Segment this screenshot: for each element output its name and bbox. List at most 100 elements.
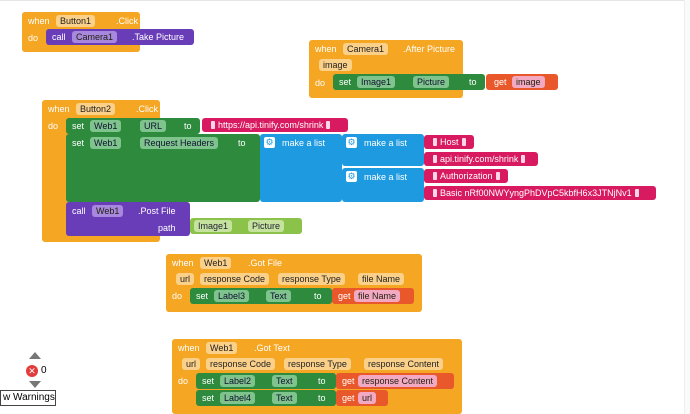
image1-component-dropdown[interactable]: Image1: [194, 220, 233, 232]
picture-property-dropdown[interactable]: Picture: [248, 220, 285, 232]
request-headers-property-dropdown[interactable]: Request Headers: [140, 137, 219, 149]
url-param[interactable]: url: [182, 358, 201, 370]
authorization-value-string-block[interactable]: Basic nRf00NWYyngPhDVpC5kbfH6x3JTNjNv1: [424, 186, 656, 200]
response-type-param[interactable]: response Type: [284, 358, 351, 370]
file-name-variable-dropdown[interactable]: file Name: [354, 290, 401, 302]
set-label2-text-block[interactable]: set Label2 Text to: [196, 373, 336, 389]
set-keyword: set: [202, 376, 215, 386]
close-quote-icon: [634, 189, 639, 197]
make-a-list-label: make a list: [364, 138, 408, 148]
host-key-value[interactable]: Host: [440, 137, 459, 147]
when-keyword: when: [28, 16, 50, 26]
image1-component-dropdown[interactable]: Image1: [357, 76, 396, 88]
make-a-list-host-block[interactable]: ⚙ make a list: [342, 134, 424, 166]
open-quote-icon: [433, 189, 437, 197]
show-warnings-button[interactable]: w Warnings: [0, 390, 56, 406]
when-keyword: when: [315, 44, 337, 54]
next-warning-arrow-icon[interactable]: [29, 381, 41, 388]
file-name-param[interactable]: file Name: [358, 273, 405, 285]
camera1-component-dropdown[interactable]: Camera1: [343, 43, 389, 55]
get-keyword: get: [338, 291, 351, 301]
image-variable-dropdown[interactable]: image: [512, 76, 545, 88]
vertical-scrollbar[interactable]: [684, 0, 690, 414]
mutator-gear-icon[interactable]: ⚙: [346, 137, 357, 148]
set-label3-text-block[interactable]: set Label3 Text to: [190, 288, 332, 304]
set-keyword: set: [339, 77, 352, 87]
open-quote-icon: [433, 155, 437, 163]
host-value-text[interactable]: api.tinify.com/shrink: [440, 154, 519, 164]
response-type-param[interactable]: response Type: [278, 273, 345, 285]
text-property-dropdown[interactable]: Text: [266, 290, 291, 302]
web1-component-dropdown[interactable]: Web1: [92, 205, 124, 217]
camera1-take-picture-call[interactable]: call Camera1 .Take Picture: [46, 29, 194, 45]
image-param[interactable]: image: [319, 59, 352, 71]
set-keyword: set: [202, 393, 215, 403]
make-a-list-auth-block[interactable]: ⚙ make a list: [342, 168, 424, 202]
error-count: 0: [41, 365, 47, 376]
do-keyword: do: [178, 376, 189, 386]
get-url-block[interactable]: get url: [336, 390, 388, 406]
web1-component-dropdown[interactable]: Web1: [90, 120, 122, 132]
web1-component-dropdown[interactable]: Web1: [90, 137, 122, 149]
to-keyword: to: [238, 138, 246, 148]
label4-component-dropdown[interactable]: Label4: [220, 392, 256, 404]
host-value-string-block[interactable]: api.tinify.com/shrink: [424, 152, 538, 166]
response-code-param[interactable]: response Code: [206, 358, 276, 370]
open-quote-icon: [433, 138, 437, 146]
label2-component-dropdown[interactable]: Label2: [220, 375, 256, 387]
response-code-param[interactable]: response Code: [200, 273, 270, 285]
label3-component-dropdown[interactable]: Label3: [214, 290, 250, 302]
web1-post-file-call[interactable]: call Web1 .Post File path: [66, 202, 190, 236]
web1-component-dropdown[interactable]: Web1: [206, 342, 238, 354]
picture-property-dropdown[interactable]: Picture: [413, 76, 450, 88]
mutator-gear-icon[interactable]: ⚙: [346, 171, 357, 182]
camera1-component-dropdown[interactable]: Camera1: [72, 31, 118, 43]
url-string-value[interactable]: https://api.tinify.com/shrink: [218, 120, 324, 130]
click-event-name: .Click: [136, 104, 158, 114]
get-image-block[interactable]: get image: [486, 74, 558, 90]
url-string-block[interactable]: https://api.tinify.com/shrink: [202, 118, 348, 132]
get-keyword: get: [342, 393, 355, 403]
text-property-dropdown[interactable]: Text: [272, 375, 297, 387]
post-file-method: .Post File: [138, 206, 176, 216]
authorization-value-text[interactable]: Basic nRf00NWYyngPhDVpC5kbfH6x3JTNjNv1: [440, 188, 632, 198]
close-quote-icon: [521, 155, 526, 163]
after-picture-event-name: .After Picture: [403, 44, 456, 54]
when-keyword: when: [178, 343, 200, 353]
set-web1-url-block[interactable]: set Web1 URL to: [66, 118, 200, 134]
url-variable-dropdown[interactable]: url: [358, 392, 377, 404]
close-quote-icon: [326, 121, 331, 129]
make-a-list-outer-block[interactable]: ⚙ make a list: [260, 134, 342, 202]
get-keyword: get: [342, 376, 355, 386]
response-content-param[interactable]: response Content: [364, 358, 444, 370]
got-text-event-name: .Got Text: [254, 343, 290, 353]
button1-component-dropdown[interactable]: Button1: [56, 15, 96, 27]
previous-warning-arrow-icon[interactable]: [29, 352, 41, 359]
set-image1-picture-block[interactable]: set Image1 Picture to: [333, 74, 485, 90]
get-file-name-block[interactable]: get file Name: [332, 288, 414, 304]
do-keyword: do: [48, 121, 59, 131]
image1-picture-getter-block[interactable]: Image1 Picture: [190, 218, 302, 234]
host-string-block[interactable]: Host: [424, 135, 474, 149]
set-web1-request-headers-block[interactable]: set Web1 Request Headers to: [66, 134, 260, 202]
set-keyword: set: [72, 138, 85, 148]
web1-component-dropdown[interactable]: Web1: [200, 257, 232, 269]
set-keyword: set: [196, 291, 209, 301]
url-property-dropdown[interactable]: URL: [140, 120, 167, 132]
mutator-gear-icon[interactable]: ⚙: [264, 137, 275, 148]
response-content-variable-dropdown[interactable]: response Content: [358, 375, 438, 387]
error-icon: ✕: [26, 365, 38, 377]
url-param[interactable]: url: [176, 273, 195, 285]
get-response-content-block[interactable]: get response Content: [336, 373, 454, 389]
text-property-dropdown[interactable]: Text: [272, 392, 297, 404]
set-label4-text-block[interactable]: set Label4 Text to: [196, 390, 336, 406]
authorization-string-block[interactable]: Authorization: [424, 169, 508, 183]
got-file-event-name: .Got File: [248, 258, 283, 268]
do-keyword: do: [28, 33, 39, 43]
to-keyword: to: [318, 393, 326, 403]
set-keyword: set: [72, 121, 85, 131]
close-quote-icon: [495, 172, 500, 180]
authorization-key-value[interactable]: Authorization: [440, 171, 493, 181]
button2-component-dropdown[interactable]: Button2: [76, 103, 116, 115]
